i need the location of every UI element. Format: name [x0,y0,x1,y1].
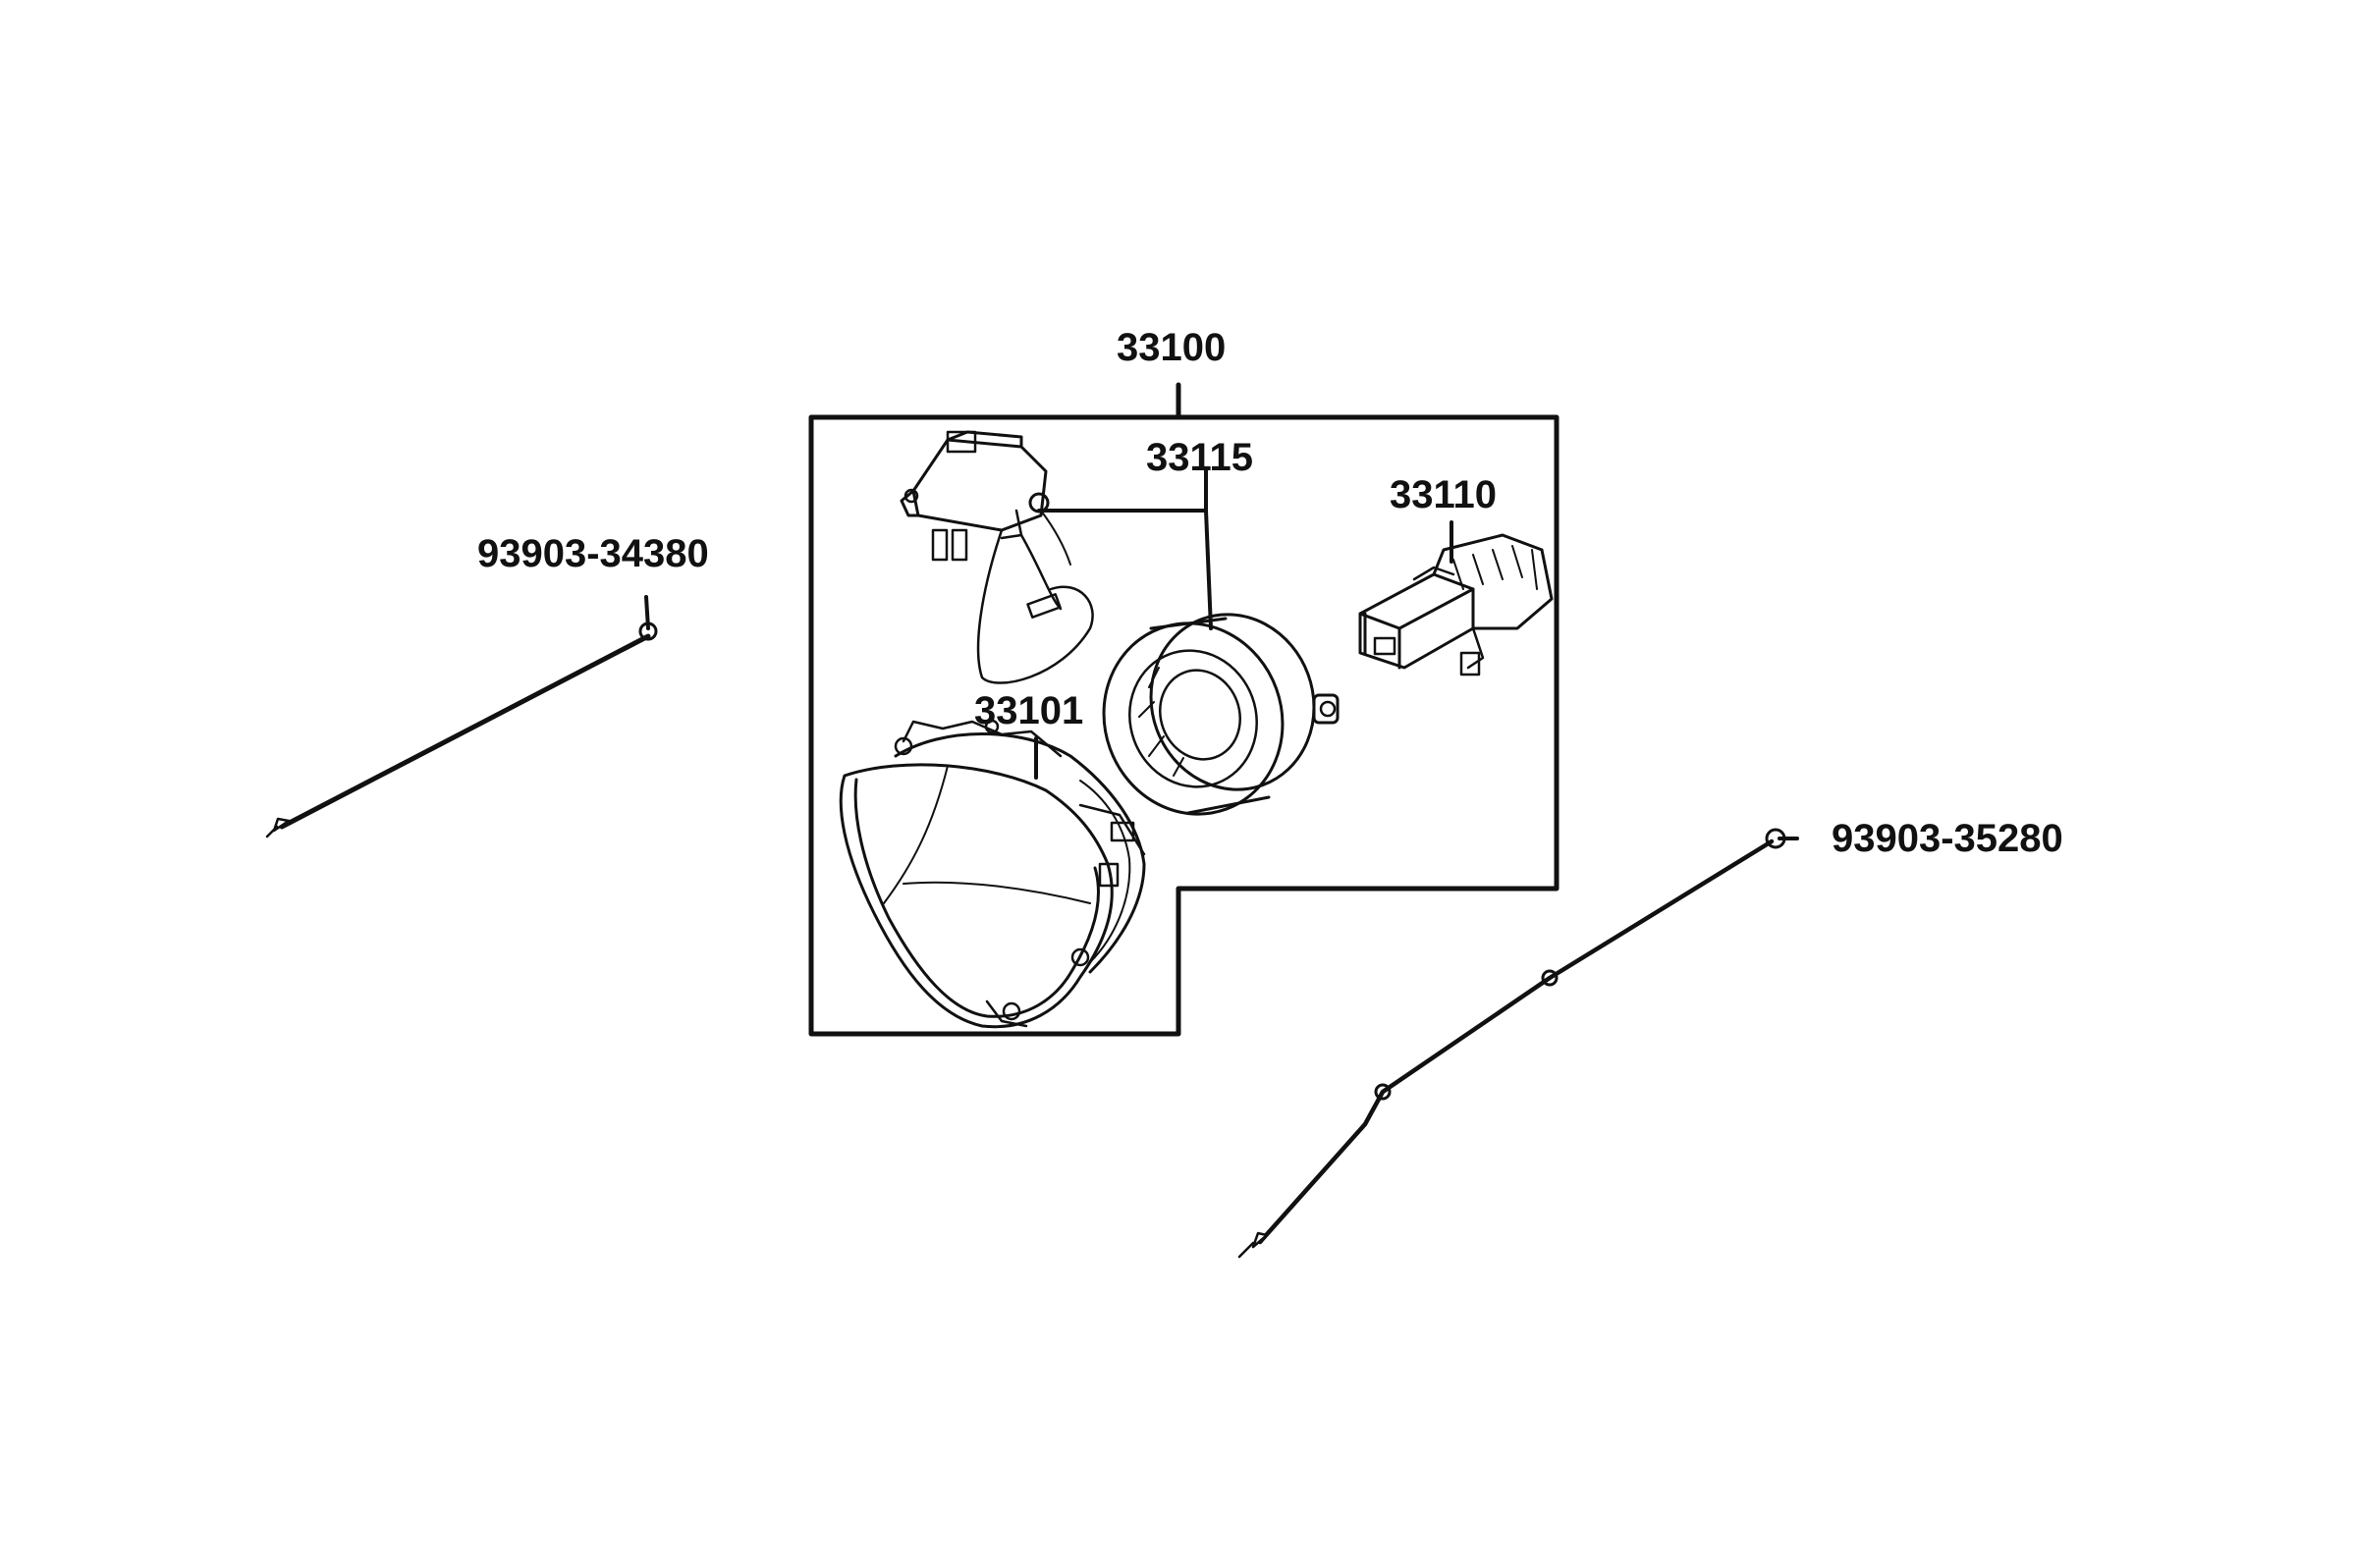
wiring-connector-icon [900,430,1094,684]
callout-33115: 33115 [1146,436,1254,479]
screw-left-icon [265,622,658,838]
callout-93903-35280: 93903-35280 [1832,817,2063,860]
leader-lines [644,467,1799,840]
headlamp-unit-icon [839,719,1146,1029]
callout-93903-34380: 93903-34380 [477,532,709,575]
callout-33110: 33110 [1390,473,1498,516]
bulb-socket-ring-icon [1102,613,1340,816]
callout-33101: 33101 [974,689,1084,732]
screw-right-icon [1237,828,1786,1259]
assembly-outline [808,382,1560,1037]
socket-connector-icon [1358,533,1554,676]
callout-33100: 33100 [1117,326,1227,369]
